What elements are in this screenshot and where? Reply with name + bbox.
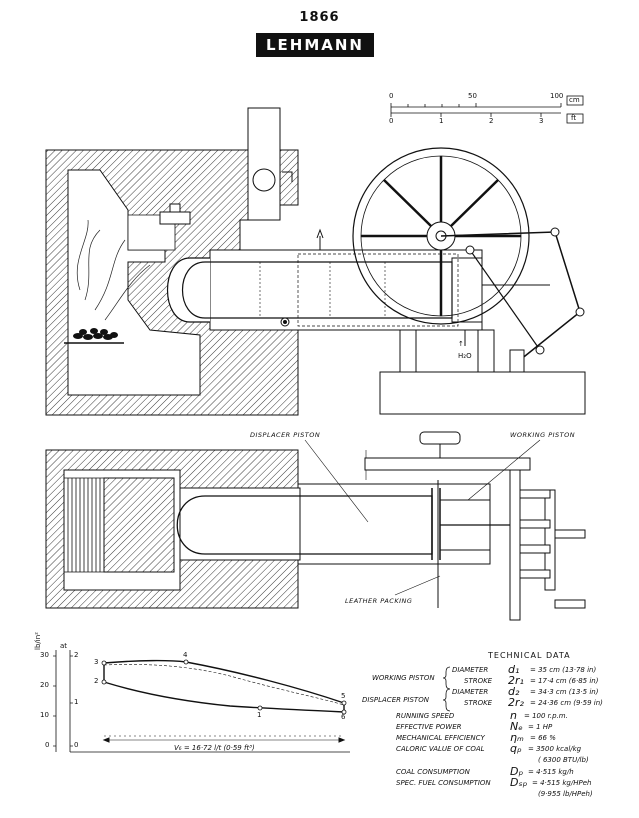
pv-point-4: 4 <box>183 651 188 659</box>
displacer-piston-label: DISPLACER PISTON <box>250 431 321 439</box>
tech-row-value: = 35 cm (13·78 in) <box>530 666 597 674</box>
tech-row-symbol: qₚ <box>510 742 522 755</box>
tech-row-value: = 24·36 cm (9·59 in) <box>530 699 603 707</box>
pv-y-20: 20 <box>40 681 49 689</box>
tech-row-value: = 3500 kcal/kg <box>528 745 582 753</box>
leather-packing-label: LEATHER PACKING <box>345 597 413 605</box>
tech-row-symbol: 2r₂ <box>508 696 524 709</box>
cylinder-top <box>166 228 550 331</box>
scale-ft-1: 1 <box>439 117 444 125</box>
tech-row-value: ( 6300 BTU/lb) <box>538 756 589 764</box>
tech-row-value: = 1 HP <box>528 723 553 731</box>
pv-y-unit-at: at <box>60 642 68 650</box>
h2o-label: H₂O <box>458 352 472 360</box>
flywheel <box>352 147 585 361</box>
pv-at-1: 1 <box>74 698 79 706</box>
scale-bar <box>390 95 584 124</box>
pv-at-0: 0 <box>74 741 79 749</box>
tech-row-label: RUNNING SPEED <box>396 712 455 720</box>
tech-row-value: = 4·515 kg/h <box>528 768 574 776</box>
pv-point-2: 2 <box>94 677 99 685</box>
scale-ticks <box>390 103 562 117</box>
tech-row-label: MECHANICAL EFFICIENCY <box>396 734 485 742</box>
tech-row-value: (9·955 lb/HPeh) <box>538 790 593 798</box>
pv-y-0: 0 <box>45 741 50 749</box>
y-ticks <box>53 655 73 747</box>
pv-point-6: 6 <box>341 713 346 721</box>
scale-cm-0: 0 <box>389 92 394 100</box>
cylinder-lower <box>176 450 520 608</box>
pv-y-unit-psi: lb/in² <box>34 632 42 650</box>
pv-point-1: 1 <box>257 711 262 719</box>
tech-row-value: = 4·515 kg/HPeh <box>532 779 592 787</box>
pv-at-2: 2 <box>74 651 79 659</box>
scale-ft-0: 0 <box>389 117 394 125</box>
scale-ft-2: 2 <box>489 117 494 125</box>
tech-row-value: = 17·4 cm (6·85 in) <box>530 677 599 685</box>
h2o-arrow: ↑ <box>458 340 464 348</box>
title-plate: LEHMANN <box>256 33 374 57</box>
tech-row-symbol: ηₘ <box>510 731 524 744</box>
pv-point-5: 5 <box>341 692 346 700</box>
working-piston-label: WORKING PISTON <box>510 431 576 439</box>
tech-row-label: EFFECTIVE POWER <box>396 723 462 731</box>
tech-row-label: DIAMETER <box>452 666 489 674</box>
engine-base <box>379 329 586 415</box>
coal-bed <box>64 328 124 344</box>
tech-displacer-piston: DISPLACER PISTON <box>362 696 429 704</box>
scale-cm-unit: cm <box>569 96 580 104</box>
tech-row-symbol: Dₚ <box>510 765 524 778</box>
tech-row-value: = 34·3 cm (13·5 in) <box>530 688 599 696</box>
tech-working-piston: WORKING PISTON <box>372 674 435 682</box>
scale-ft-unit: ft <box>571 114 577 122</box>
regenerator-tubes <box>64 477 104 573</box>
tech-row-value: = 100 r.p.m. <box>524 712 568 720</box>
tech-row-label: COAL CONSUMPTION <box>396 768 470 776</box>
tech-row-label: STROKE <box>464 699 493 707</box>
tech-row-value: = 66 % <box>530 734 556 742</box>
scale-ft-3: 3 <box>539 117 544 125</box>
year-label: 1866 <box>299 10 340 25</box>
tech-row-symbol: Nₑ <box>510 720 523 733</box>
tech-row-label: STROKE <box>464 677 493 685</box>
pv-diagram <box>53 650 350 753</box>
tech-row-symbol: n <box>510 709 517 722</box>
pv-points <box>101 659 347 715</box>
pv-y-30: 30 <box>40 651 49 659</box>
tech-row-label: DIAMETER <box>452 688 489 696</box>
pv-point-3: 3 <box>94 658 99 666</box>
tech-braces <box>442 666 451 712</box>
tech-heading: TECHNICAL DATA <box>488 651 571 660</box>
lower-linkage <box>364 431 586 621</box>
tech-row-symbol: Dₛₚ <box>510 776 528 789</box>
tech-row-label: CALORIC VALUE OF COAL <box>396 745 485 753</box>
pv-volume-label: V₆ = 16·72 l/t (0·59 ft³) <box>174 744 255 752</box>
pv-y-10: 10 <box>40 711 49 719</box>
pv-curve <box>103 659 345 713</box>
scale-cm-50: 50 <box>468 92 477 100</box>
tech-row-label: SPEC. FUEL CONSUMPTION <box>396 779 491 787</box>
tech-row-symbol: d₁ <box>508 663 520 676</box>
tech-row-symbol: d₂ <box>508 685 520 698</box>
tech-row-symbol: 2r₁ <box>508 674 524 687</box>
scale-cm-100: 100 <box>550 92 564 100</box>
